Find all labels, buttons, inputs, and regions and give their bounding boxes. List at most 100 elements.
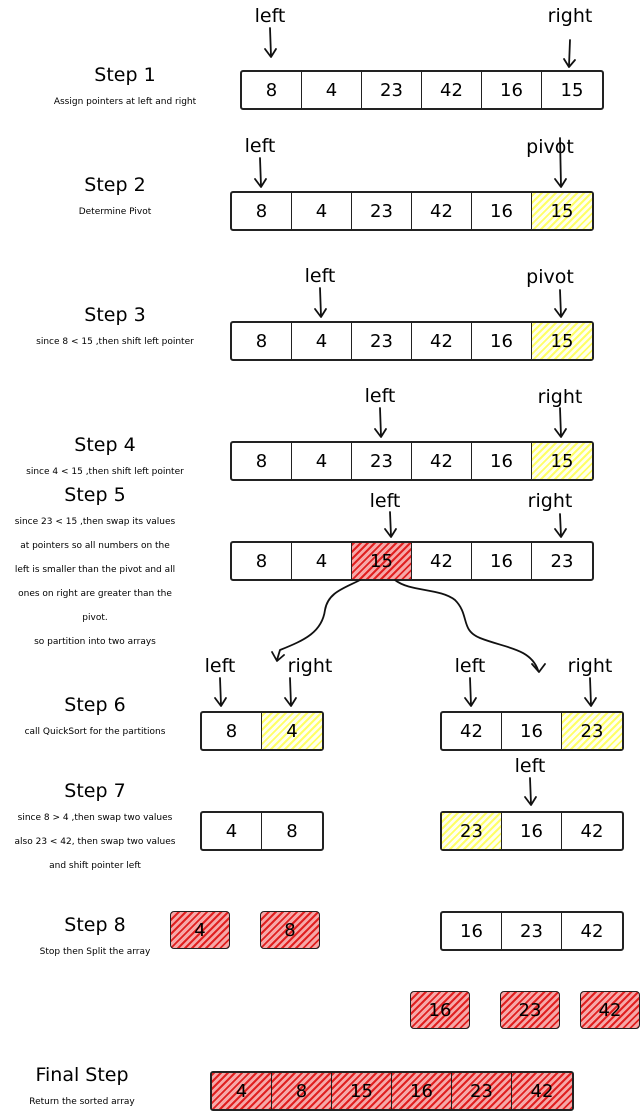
array-cell: 42 [442, 713, 502, 749]
right-pointer-label: right [547, 5, 593, 27]
array-cell: 16 [442, 913, 502, 949]
left-pointer-label: left [254, 5, 286, 27]
step-4-title: Step 4 [74, 434, 136, 456]
right-pointer-label: right [537, 386, 583, 408]
step-6-right-partition: 42 16 23 [440, 711, 624, 751]
array-cell: 42 [580, 820, 604, 842]
array-cell: 16 [502, 713, 562, 749]
left-pointer-label: left [304, 265, 336, 287]
step-7-right-partition: 23 16 42 [440, 811, 624, 851]
array-cell: 8 [286, 820, 298, 842]
step-2-desc: Determine Pivot [78, 207, 152, 217]
right-pointer-label: right [567, 655, 613, 677]
pivot-pointer-label: pivot [526, 266, 574, 288]
step-5-desc-6: so partition into two arrays [34, 637, 156, 647]
array-cell: 16 [472, 443, 532, 479]
step-3-array: 8 4 23 42 16 15 [230, 321, 594, 361]
array-cell: 8 [232, 193, 292, 229]
sorted-single-cell: 16 [410, 991, 470, 1029]
array-cell: 4 [202, 813, 262, 849]
pivot-cell: 15 [532, 443, 592, 479]
left-pointer-label: left [454, 655, 486, 677]
array-cell: 23 [352, 193, 412, 229]
pivot-cell: 4 [262, 713, 322, 749]
array-cell: 4 [302, 72, 362, 108]
step-5-desc-2: at pointers so all numbers on the [20, 541, 170, 551]
array-cell: 16 [482, 72, 542, 108]
step-4-desc: since 4 < 15 ,then shift left pointer [26, 467, 184, 477]
step-7-desc-3: and shift pointer left [49, 861, 141, 871]
step-7-desc-1: since 8 > 4 ,then swap two values [17, 813, 173, 823]
pivot-placed-cell: 15 [352, 543, 412, 579]
step-7-title: Step 7 [64, 780, 126, 802]
array-cell: 23 [352, 323, 412, 359]
right-pointer-label: right [527, 490, 573, 512]
array-cell: 42 [412, 443, 472, 479]
array-cell: 16 [472, 193, 532, 229]
array-cell: 8 [232, 323, 292, 359]
pivot-cell: 23 [562, 713, 622, 749]
array-cell: 16 [392, 1073, 452, 1109]
step-8-right-partition: 16 23 42 [440, 911, 624, 951]
sorted-single-cell: 42 [580, 991, 640, 1029]
step-5-desc-1: since 23 < 15 ,then swap its values [14, 517, 176, 527]
array-cell: 4 [292, 193, 352, 229]
step-6-left-partition: 8 4 [200, 711, 324, 751]
step-6-desc: call QuickSort for the partitions [24, 727, 166, 737]
step-5-array: 8 4 15 42 16 23 [230, 541, 594, 581]
pivot-pointer-label: pivot [526, 136, 574, 158]
step-7-left-partition: 4 8 [200, 811, 324, 851]
right-pointer-label: right [287, 655, 333, 677]
pivot-cell: 23 [442, 813, 502, 849]
array-cell: 42 [512, 1073, 572, 1109]
step-8-title: Step 8 [64, 914, 126, 936]
sorted-single-cell: 4 [170, 911, 230, 949]
step-1-array: 8 4 23 42 16 15 [240, 70, 604, 110]
array-cell: 8 [232, 543, 292, 579]
array-cell: 16 [472, 543, 532, 579]
sorted-single-cell: 23 [500, 991, 560, 1029]
array-cell: 42 [422, 72, 482, 108]
array-cell: 23 [502, 913, 562, 949]
step-1-desc: Assign pointers at left and right [53, 97, 197, 107]
step-1-title: Step 1 [94, 64, 156, 86]
left-pointer-label: left [514, 755, 546, 777]
step-6-title: Step 6 [64, 694, 126, 716]
final-step-desc: Return the sorted array [29, 1097, 135, 1107]
step-5-desc-4: ones on right are greater than the [18, 589, 172, 599]
pivot-cell: 15 [532, 193, 592, 229]
array-cell: 15 [332, 1073, 392, 1109]
step-3-desc: since 8 < 15 ,then shift left pointer [36, 337, 194, 347]
step-5-desc-3: left is smaller than the pivot and all [14, 565, 176, 575]
array-cell: 23 [452, 1073, 512, 1109]
left-pointer-label: left [204, 655, 236, 677]
step-2-array: 8 4 23 42 16 15 [230, 191, 594, 231]
step-4-array: 8 4 23 42 16 15 [230, 441, 594, 481]
array-cell: 8 [242, 72, 302, 108]
array-cell: 16 [502, 813, 562, 849]
left-pointer-label: left [369, 490, 401, 512]
step-2-title: Step 2 [84, 174, 146, 196]
pivot-cell: 15 [532, 323, 592, 359]
array-cell: 42 [412, 323, 472, 359]
left-pointer-label: left [244, 135, 276, 157]
step-7-desc-2: also 23 < 42, then swap two values [14, 837, 176, 847]
array-cell: 8 [272, 1073, 332, 1109]
array-cell: 15 [560, 79, 584, 101]
array-cell: 8 [232, 443, 292, 479]
array-cell: 23 [550, 550, 574, 572]
step-5-desc-5: pivot. [82, 613, 108, 623]
left-pointer-label: left [364, 385, 396, 407]
array-cell: 23 [362, 72, 422, 108]
sorted-single-cell: 8 [260, 911, 320, 949]
array-cell: 42 [580, 920, 604, 942]
array-cell: 4 [212, 1073, 272, 1109]
array-cell: 42 [412, 543, 472, 579]
step-8-desc: Stop then Split the array [39, 947, 151, 957]
step-5-title: Step 5 [64, 484, 126, 506]
array-cell: 23 [352, 443, 412, 479]
array-cell: 42 [412, 193, 472, 229]
array-cell: 8 [202, 713, 262, 749]
array-cell: 4 [292, 323, 352, 359]
final-sorted-array: 4 8 15 16 23 42 [210, 1071, 574, 1111]
